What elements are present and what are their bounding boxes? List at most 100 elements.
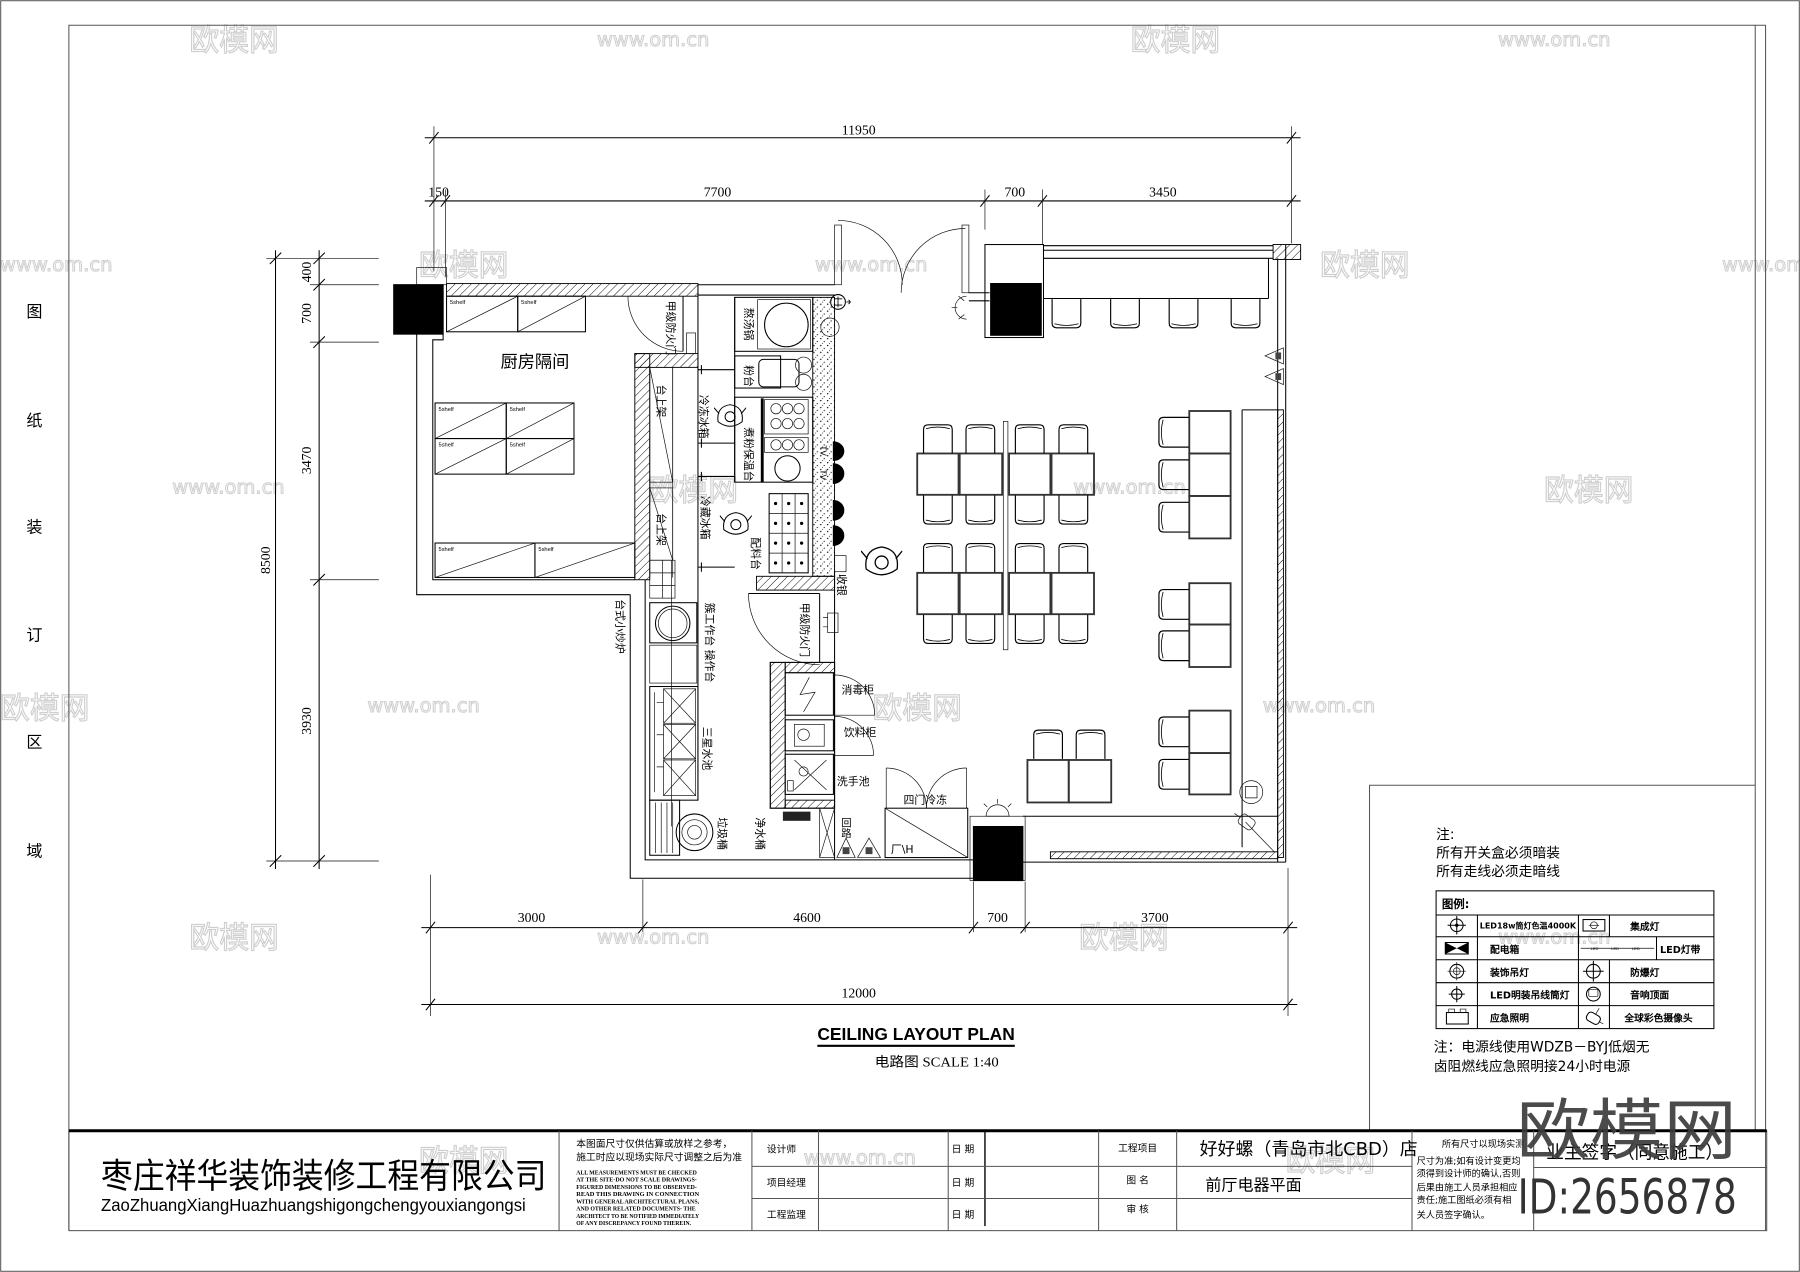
staff-person-icon (714, 404, 747, 427)
watermark-brand: 欧模网 (1131, 24, 1220, 59)
explosion-proof-light-icon (1583, 960, 1604, 982)
table (1188, 752, 1232, 796)
power-note-line: 卤阻燃线应急照明接24小时电源 (1434, 1058, 1631, 1075)
watermark-url: www.om.cn (597, 28, 709, 51)
legend-label: LED18w筒灯色温4000K (1480, 921, 1577, 931)
bar-stool (1168, 298, 1199, 329)
watermark-url: www.om.cn (1498, 28, 1610, 51)
fridge-label: 冷藏冰箱 (698, 496, 712, 540)
structural-column (972, 825, 1024, 882)
chair (1075, 729, 1106, 760)
circuit-label: 回路 (839, 817, 851, 838)
review-label: 审 核 (1126, 1202, 1149, 1215)
table (1188, 410, 1232, 455)
structural-column (990, 283, 1042, 336)
fire-door-label: 甲级防火门 (798, 603, 812, 657)
table (1188, 452, 1232, 497)
dimension-bottom-segment: 3000 (518, 910, 546, 925)
watermark-url: www.om.cn (1722, 253, 1800, 276)
note-line: 所有开关盒必须暗装 (1436, 845, 1560, 862)
binding-char: 区 (26, 732, 42, 751)
legend-title: 图例: (1442, 897, 1470, 911)
table (1067, 759, 1113, 804)
watermark-brand: 欧模网 (1320, 249, 1409, 284)
drinks-cabinet: 饮料柜 (784, 716, 877, 756)
dimension-left-segment: 700 (299, 303, 314, 324)
rack-label: 台上架 (655, 385, 669, 418)
shelf-label: 5shelf (521, 300, 537, 306)
watermark-brand: 欧模网 (189, 24, 278, 59)
speaker-icon (1264, 367, 1284, 386)
dimension-left-total: 8500 (258, 546, 273, 574)
hatched-wall (756, 575, 836, 591)
table-group-bottom (1026, 729, 1113, 804)
bar-stool (1051, 298, 1082, 329)
emergency-light-icon (1445, 1008, 1469, 1025)
binding-char: 订 (26, 626, 42, 645)
granite-counter (812, 296, 836, 577)
chair (1058, 424, 1089, 454)
table (1188, 623, 1232, 668)
water-purifier-fixture (782, 811, 811, 821)
trash-bin: 垃圾桶 (649, 799, 730, 856)
binding-char: 纸 (26, 411, 42, 430)
gh-label: 厂\H (891, 843, 914, 856)
role-label-project-manager: 项目经理 (767, 1176, 806, 1189)
watermark-brand: 欧模网 (189, 921, 278, 956)
chair (965, 494, 996, 525)
watermark-url: www.om.cn (367, 694, 479, 717)
owner-signature-label: 业主签字（同意施工） (1546, 1142, 1723, 1163)
legend-label: 音响顶面 (1630, 989, 1669, 1002)
chair (922, 424, 953, 454)
role-label-supervisor: 工程监理 (767, 1208, 806, 1221)
watermark-brand-large: 欧模网 (1516, 1092, 1736, 1170)
date-label: 日 期 (952, 1209, 975, 1221)
title-block: 枣庄祥华装饰装修工程有限公司 ZaoZhuangXiangHuazhuangsh… (68, 1129, 1768, 1232)
dimension-left-segment: 400 (299, 262, 314, 283)
trash-bin-label: 垃圾桶 (716, 817, 730, 850)
note-line: 所有走线必须走暗线 (1436, 864, 1560, 880)
dimension-bottom-segment: 3700 (1141, 910, 1169, 925)
led-mark: LED (1591, 946, 1599, 951)
binding-char: 图 (26, 302, 42, 321)
kitchen-storage-room: 甲级防火门 5shelf 5shelf 5shelf 5shelf 5shelf… (393, 267, 699, 596)
chair (1058, 494, 1089, 525)
chair (1014, 494, 1045, 525)
chair (965, 424, 996, 454)
disclaimer-cn-line: 本图面尺寸仅供估算或放样之参考， (576, 1137, 732, 1150)
chair (1014, 614, 1045, 645)
tv-stools: TV TV (819, 441, 845, 546)
table (1188, 582, 1232, 626)
led-strip-icon: LED LED LED (1580, 946, 1655, 951)
watermark-id: ID:2656878 (1518, 1169, 1737, 1225)
chair (1014, 424, 1045, 454)
hand-sink-label: 洗手池 (837, 774, 870, 788)
speaker-icon (1264, 347, 1284, 365)
site-note-line: 尺寸为准;如有设计变更均 (1417, 1155, 1521, 1167)
watermark-brand: 欧模网 (419, 249, 508, 284)
soup-pot-label: 熬汤锅 (742, 308, 756, 341)
dimension-top-total: 11950 (842, 122, 876, 137)
bottom-dimensions: 3000 4600 700 3700 12000 (421, 867, 1298, 1016)
integrated-light-icon (1582, 919, 1606, 932)
emergency-exit-markers (836, 837, 882, 858)
dimension-left-segment: 3470 (299, 446, 314, 474)
service-block: 消毒柜 饮料柜 洗手池 (769, 661, 877, 809)
chair (1058, 542, 1089, 573)
hatched-wall (634, 353, 651, 581)
disclaimer-en-line: WITH GENERAL ARCHITECTURAL PLANS, (576, 1199, 699, 1205)
legend-table: 图例: LED18w筒灯色温4000K 集成灯 配电箱 LED LED LED … (1435, 890, 1715, 1030)
triple-sink-label: 三星水池 (701, 727, 714, 771)
noodle-warmer-stove: 煮粉保温台 (734, 396, 814, 483)
disclaimer-en-line: ALL MEASUREMENTS MUST BE CHECKED (576, 1170, 697, 1176)
shelf-label: 5shelf (439, 443, 455, 449)
dimension-left-segment: 3930 (299, 707, 314, 735)
chair (1014, 542, 1045, 573)
stir-fry-stove: 台式小炒炉 簇工作台 操作台 (613, 559, 717, 684)
dimension-bottom-segment: 700 (987, 910, 1008, 925)
rack-label: 台上架 (655, 513, 669, 546)
rack-upper: 台上架 (649, 367, 674, 483)
date-label: 日 期 (952, 1177, 975, 1189)
bottom-wall (969, 780, 1286, 882)
